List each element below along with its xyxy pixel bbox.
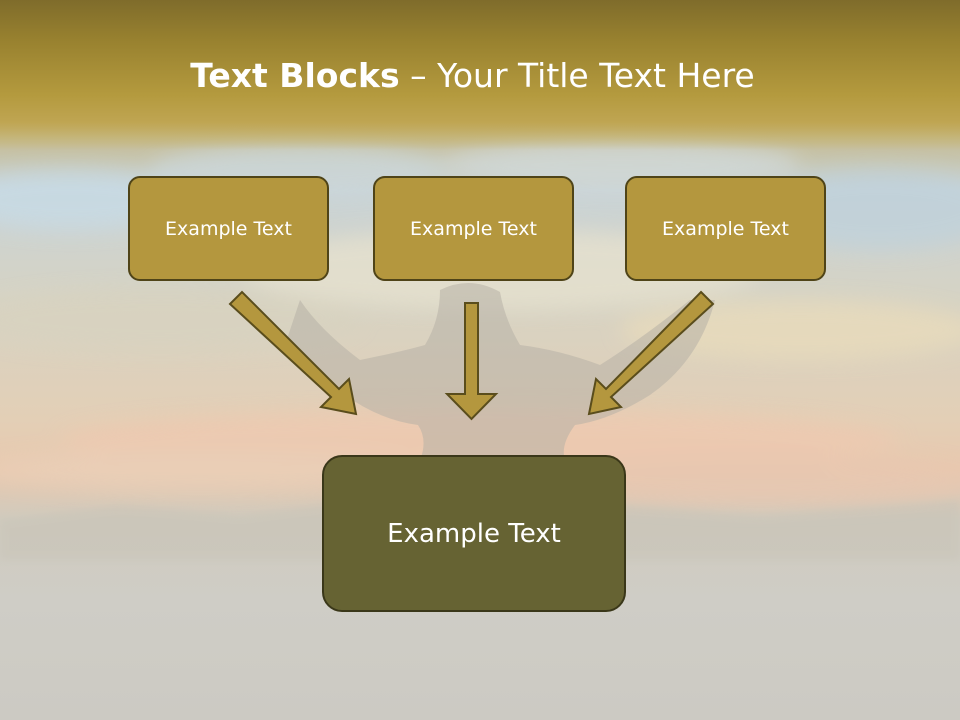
title-bold: Text Blocks: [190, 56, 400, 95]
title-band: [0, 0, 960, 150]
text-block-2-label: Example Text: [410, 217, 537, 240]
text-block-1[interactable]: Example Text: [128, 176, 329, 281]
text-block-3[interactable]: Example Text: [625, 176, 826, 281]
text-block-1-label: Example Text: [165, 217, 292, 240]
slide-title: Text Blocks – Your Title Text Here: [0, 56, 945, 95]
arrow-down-icon: [444, 302, 499, 421]
title-rest: Your Title Text Here: [437, 56, 755, 95]
arrow-down-right-icon: [228, 290, 358, 416]
arrow-down-left-icon: [587, 290, 715, 416]
title-dash: –: [399, 56, 438, 95]
main-text-block[interactable]: Example Text: [322, 455, 626, 612]
text-block-2[interactable]: Example Text: [373, 176, 574, 281]
main-text-block-label: Example Text: [387, 518, 561, 549]
text-block-3-label: Example Text: [662, 217, 789, 240]
